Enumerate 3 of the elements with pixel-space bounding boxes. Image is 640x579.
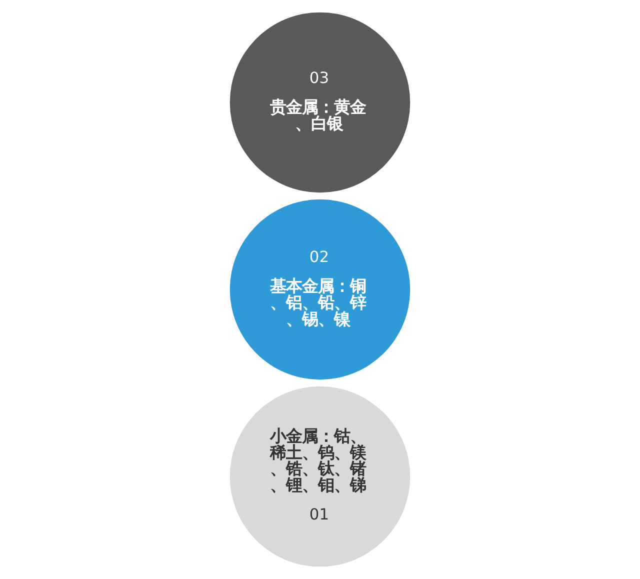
- node-circle: 02 基本金属：铜、铝、铅、锌、锡、镍: [230, 199, 410, 380]
- node-circle: 小金属：钴、稀土、钨、镁、锆、钛、锗、锂、钼、锑 01: [230, 386, 410, 567]
- node-circle: 03 贵金属：黄金、白银: [230, 12, 410, 193]
